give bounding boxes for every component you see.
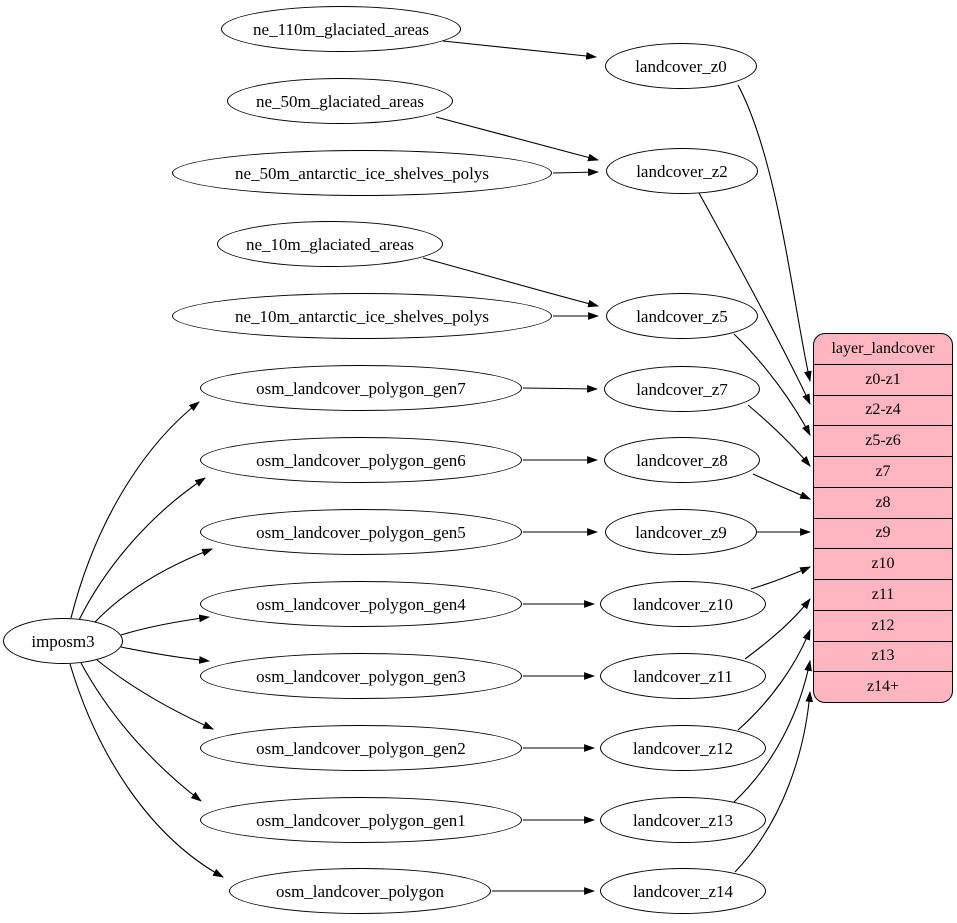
node-landcover_z12: landcover_z12 [600,725,766,771]
node-ne_110m_glaciated_areas: ne_110m_glaciated_areas [221,6,461,52]
node-landcover_z9: landcover_z9 [605,509,757,555]
record-row-z7: z7 [814,456,952,487]
edge-landcover_z7-row-z7 [747,404,811,467]
record-layer_landcover: layer_landcover z0-z1 z2-z4 z5-z6 z7 z8 … [813,333,953,703]
record-row-z0-z1: z0-z1 [814,363,952,395]
edge-imposm3-osm_landcover_polygon_gen3 [120,646,211,664]
edge-landcover_z5-row-z5-z6 [733,333,811,436]
node-landcover_z8: landcover_z8 [604,437,760,483]
edge-imposm3-osm_landcover_polygon_gen7 [70,401,200,619]
node-landcover_z2: landcover_z2 [606,148,758,194]
record-row-z12: z12 [814,609,952,641]
record-row-z9: z9 [814,517,952,549]
edge-imposm3-osm_landcover_polygon_gen4 [120,614,211,636]
edge-landcover_z8-row-z8 [752,473,812,500]
node-landcover_z10: landcover_z10 [600,581,766,627]
edge-landcover_z14-row-z14plus [734,690,814,873]
edge-landcover_z13-row-z13 [732,659,812,804]
node-landcover_z7: landcover_z7 [604,366,760,412]
node-osm_landcover_polygon_gen5: osm_landcover_polygon_gen5 [200,509,522,555]
record-row-z2-z4: z2-z4 [814,394,952,426]
node-osm_landcover_polygon_gen2: osm_landcover_polygon_gen2 [200,725,522,771]
node-ne_50m_glaciated_areas: ne_50m_glaciated_areas [227,78,453,124]
record-row-z8: z8 [814,486,952,518]
edge-landcover_z10-row-z10 [750,566,812,590]
node-osm_landcover_polygon_gen7: osm_landcover_polygon_gen7 [200,365,522,411]
edge-landcover_z0-row-z0-z1 [737,84,812,383]
node-landcover_z0: landcover_z0 [605,43,757,89]
edge-landcover_z12-row-z12 [737,628,811,731]
record-row-z10: z10 [814,548,952,579]
edge-ne_50m_glaciated_areas-landcover_z2 [435,116,600,162]
edge-imposm3-osm_landcover_polygon_gen1 [80,662,202,802]
edge-imposm3-osm_landcover_polygon_gen5 [94,548,214,623]
node-osm_landcover_polygon_gen3: osm_landcover_polygon_gen3 [200,653,522,699]
edge-ne_110m_glaciated_areas-landcover_z0 [442,40,598,60]
record-row-z11: z11 [814,579,952,610]
node-landcover_z5: landcover_z5 [606,293,758,339]
node-osm_landcover_polygon_gen6: osm_landcover_polygon_gen6 [200,437,522,483]
node-ne_50m_antarctic_ice_shelves_polys: ne_50m_antarctic_ice_shelves_polys [172,150,552,196]
edge-imposm3-osm_landcover_polygon_gen2 [96,659,215,730]
node-landcover_z14: landcover_z14 [600,868,766,914]
node-osm_landcover_polygon: osm_landcover_polygon [229,868,491,914]
record-title: layer_landcover [831,339,935,357]
edge-landcover_z11-row-z11 [744,598,811,660]
record-row-z13: z13 [814,640,952,672]
edge-imposm3-osm_landcover_polygon [69,663,224,878]
edge-osm_landcover_polygon_gen7-landcover_z7 [522,385,599,393]
record-row-z14plus: z14+ [814,671,952,702]
node-ne_10m_antarctic_ice_shelves_polys: ne_10m_antarctic_ice_shelves_polys [172,293,552,339]
node-ne_10m_glaciated_areas: ne_10m_glaciated_areas [217,221,443,267]
edge-ne_50m_antarctic_ice_shelves_polys-landcover_z2 [552,168,600,177]
node-osm_landcover_polygon_gen4: osm_landcover_polygon_gen4 [200,581,522,627]
edge-imposm3-osm_landcover_polygon_gen6 [78,477,206,621]
node-landcover_z13: landcover_z13 [600,797,766,843]
edge-landcover_z2-row-z2-z4 [698,192,811,406]
edge-ne_10m_glaciated_areas-landcover_z5 [422,257,600,308]
record-row-z5-z6: z5-z6 [814,425,952,456]
node-imposm3: imposm3 [3,618,123,664]
node-landcover_z11: landcover_z11 [600,653,766,699]
node-osm_landcover_polygon_gen1: osm_landcover_polygon_gen1 [200,797,522,843]
